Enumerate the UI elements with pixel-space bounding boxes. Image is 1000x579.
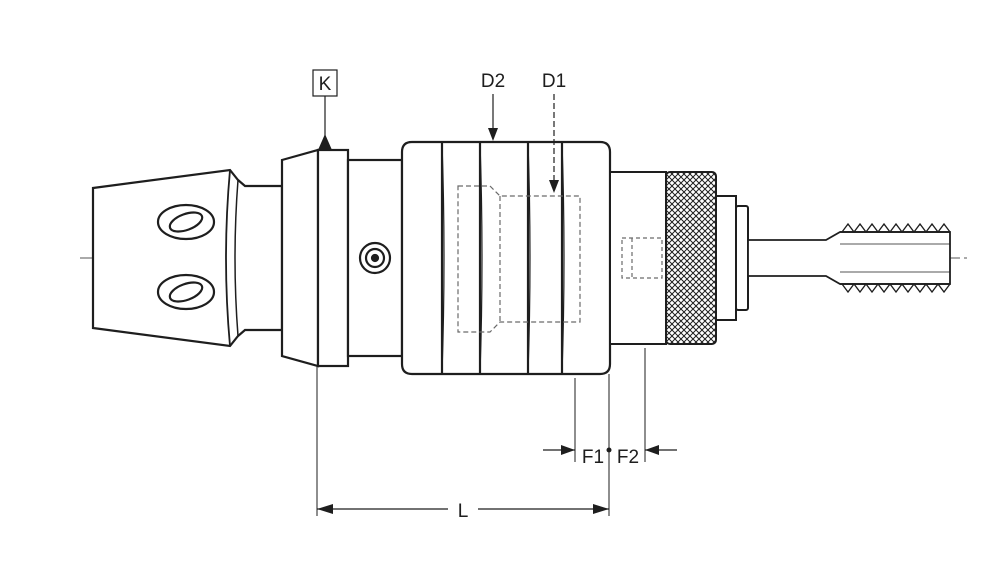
drive-slot-lower [156,273,216,311]
k-callout: K [312,69,338,150]
collar [280,148,350,368]
front-sleeve [609,171,667,345]
tap [747,222,951,294]
d1-label: D1 [542,71,566,92]
f1-label: F1 [582,447,604,468]
f1-f2-dimension: F1 F2 [543,445,677,468]
extension-lines [316,348,646,516]
d2-label: D2 [481,71,505,92]
main-body [400,140,612,376]
k-label: K [319,74,332,95]
l-dimension: L [317,501,609,522]
d1-callout: D1 [542,71,566,193]
drive-slot-upper [156,203,216,241]
d2-callout: D2 [481,71,505,141]
shank [91,168,284,348]
locking-screw [358,241,392,275]
knurled-nut [665,171,717,345]
hidden-spindle [621,237,663,279]
nose [715,195,749,321]
l-label: L [458,501,469,522]
f2-label: F2 [617,447,639,468]
hidden-bore [457,185,581,333]
